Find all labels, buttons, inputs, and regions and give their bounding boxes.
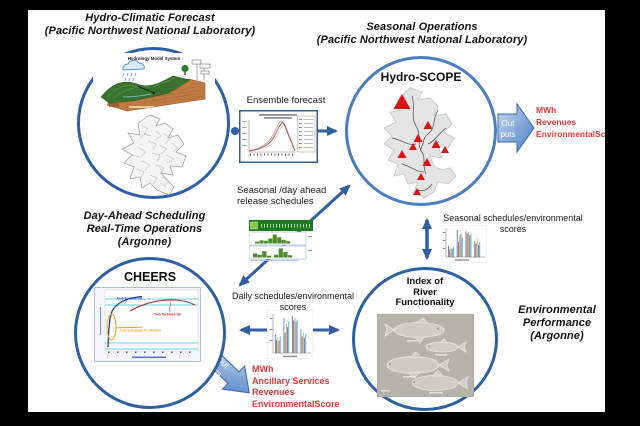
env-performance-title-line1: Environmental	[518, 304, 596, 316]
day-ahead-title: Day-Ahead Scheduling Real-Time Operation…	[52, 210, 237, 249]
seasonal-ops-title: Seasonal Operations (Pacific Northwest N…	[314, 21, 530, 47]
letterbox-bottom	[0, 412, 640, 426]
outputs-arrow-top-word1: Out	[502, 119, 516, 128]
fish-image	[377, 314, 474, 397]
letterbox-left	[0, 0, 28, 426]
hydrology-image-title: Hydrology Model System	[128, 56, 181, 61]
daily-scores-chart-image	[267, 310, 313, 359]
release-schedule-image	[249, 220, 313, 261]
y-axis-tick-marks	[242, 121, 247, 146]
cheers-chart-image: One Turbine On Two Turbines On Low Sched…	[94, 287, 201, 362]
output-item: Revenues	[536, 117, 577, 127]
x-axis-tick-marks	[250, 153, 293, 156]
release-schedule-label: Seasonal /day ahead release schedules	[237, 185, 333, 207]
output-item: Revenues	[252, 387, 295, 397]
one-turbine-curve	[107, 295, 143, 348]
ensemble-chart-image	[239, 110, 318, 163]
daily-scores-label-line2: scores	[279, 302, 307, 312]
hydrology-model-image: Hydrology Model System	[93, 53, 215, 115]
seasonal-scores-chart-image	[441, 225, 487, 263]
hydro-scope-map-image	[383, 87, 457, 199]
tree-icon	[181, 64, 189, 75]
env-performance-title: Environmental Performance (Argonne)	[494, 304, 620, 343]
dam-marker-icons	[393, 94, 449, 195]
forecast-title-line1: Hydro-Climatic Forecast	[85, 12, 215, 24]
forecast-title-line2: (Pacific Northwest National Laboratory)	[44, 25, 256, 37]
letterbox-right	[605, 0, 640, 426]
seasonal-bars	[448, 230, 481, 257]
output-item: MWh	[536, 105, 557, 115]
irf-label: Index of River Functionality	[352, 276, 498, 309]
outputs-arrow-top: Out puts	[497, 102, 535, 154]
env-performance-title-line3: (Argonne)	[530, 330, 584, 342]
seasonal-scores-label-line2: scores	[499, 224, 527, 234]
header-tick-marks	[261, 224, 310, 228]
one-turbine-label: One Turbine On	[117, 297, 142, 301]
seasonal-ops-title-line2: (Pacific Northwest National Laboratory)	[316, 34, 528, 46]
instrument-graphic	[191, 59, 211, 80]
legend-box	[297, 115, 316, 153]
day-ahead-title-line1: Day-Ahead Scheduling	[83, 210, 206, 222]
outputs-arrow-top-word2: puts	[500, 130, 515, 139]
two-turbine-label: Two Turbines On	[154, 313, 181, 317]
release-histogram-row1	[255, 234, 291, 244]
letterbox-top	[0, 0, 640, 10]
day-ahead-title-line2: Real-Time Operations	[86, 223, 203, 235]
ensemble-member-lines	[248, 120, 296, 152]
release-schedule-label-line2: release schedules	[237, 196, 314, 207]
hydro-scope-label: Hydro-SCOPE	[380, 70, 462, 84]
fish-illustrations	[384, 317, 469, 391]
irf-label-line1: Index of	[406, 276, 444, 287]
outputs-top-list: MWh Revenues EnvironmentalScore	[536, 104, 619, 140]
seasonal-ops-title-line1: Seasonal Operations	[366, 21, 478, 33]
output-item: MWh	[252, 364, 274, 374]
forecast-title: Hydro-Climatic Forecast (Pacific Northwe…	[40, 12, 260, 38]
two-turbine-curve	[129, 299, 196, 312]
seasonal-scores-label: Seasonal schedules/environmental scores	[440, 213, 586, 235]
daily-scores-label-line1: Daily schedules/environmental	[231, 291, 355, 301]
env-performance-title-line2: Performance	[522, 317, 592, 329]
subbasin-texture	[131, 120, 179, 188]
release-histogram-row2	[253, 248, 293, 258]
rain-cloud-icon	[122, 59, 145, 82]
terrain-surface-graphic	[100, 75, 191, 104]
irf-label-line3: Functionality	[395, 297, 455, 308]
output-item: Ancillary Services	[252, 375, 330, 386]
release-schedule-label-line1: Seasonal /day ahead	[237, 185, 327, 196]
irf-label-line2: River	[413, 286, 437, 298]
ensemble-forecast-label: Ensemble forecast	[246, 95, 326, 106]
watershed-map-image	[121, 114, 187, 196]
seasonal-scores-label-line1: Seasonal schedules/environmental	[443, 213, 583, 223]
fish-caption-marks	[381, 340, 447, 394]
low-generation-graphic	[106, 313, 143, 341]
day-ahead-title-line3: (Argonne)	[117, 236, 172, 248]
low-generation-label: Low Scheduled Production	[120, 329, 161, 333]
outputs-bottom-list: MWh Ancillary Services Revenues Environm…	[252, 364, 340, 410]
x-axis-ticks	[108, 351, 191, 353]
daily-scores-label: Daily schedules/environmental scores	[228, 291, 358, 313]
output-item: EnvironmentalScore	[252, 398, 340, 409]
cheers-label: CHEERS	[123, 270, 177, 284]
cyan-gridlines	[105, 298, 198, 350]
output-item: EnvironmentalScore	[536, 129, 619, 139]
daily-bars	[275, 316, 307, 353]
